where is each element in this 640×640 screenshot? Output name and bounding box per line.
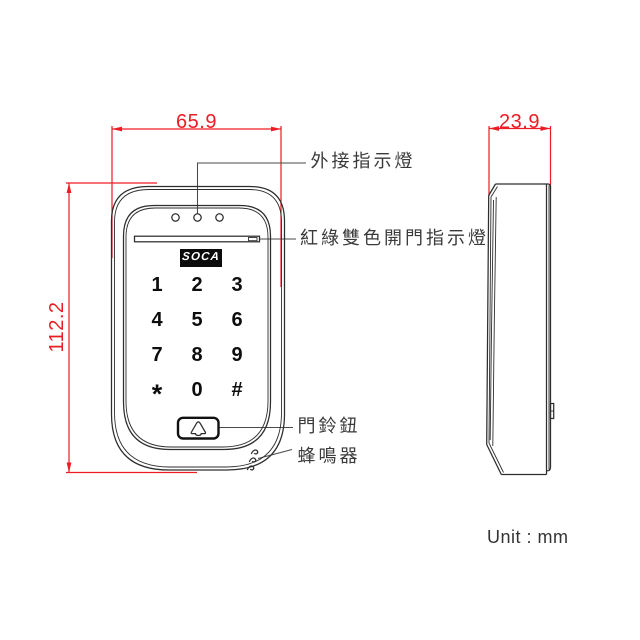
front-face-panel-inner-line bbox=[125, 207, 269, 448]
dimension-side-depth-value: 23.9 bbox=[499, 111, 540, 133]
front-view bbox=[110, 185, 286, 471]
side-face-curve-2 bbox=[492, 196, 497, 447]
front-face-panel bbox=[122, 204, 272, 451]
key-6: 6 bbox=[231, 309, 243, 332]
key-2: 2 bbox=[191, 274, 203, 297]
dimension-side-depth bbox=[488, 126, 552, 196]
callout-buzzer: 蜂鳴器 bbox=[297, 445, 361, 467]
front-outer-shell-inner-line bbox=[114, 189, 282, 468]
led-right bbox=[215, 213, 224, 222]
side-face-curve-1 bbox=[489, 199, 494, 441]
led-center bbox=[193, 213, 202, 222]
callout-door-indicator: 紅綠雙色開門指示燈 bbox=[300, 227, 489, 249]
brand-logo: SOCA bbox=[180, 249, 222, 267]
leader-external-indicator bbox=[196, 162, 306, 214]
key-4: 4 bbox=[151, 309, 163, 332]
key-8: 8 bbox=[191, 343, 203, 366]
side-front-edge bbox=[486, 195, 490, 445]
key-5: 5 bbox=[191, 309, 203, 332]
key-3: 3 bbox=[231, 274, 243, 297]
key-hash: # bbox=[231, 378, 243, 401]
side-bottom-chamfer bbox=[486, 444, 502, 475]
keypad: 1 2 3 4 5 6 7 8 9 * 0 # bbox=[137, 268, 257, 407]
front-outer-shell bbox=[110, 185, 286, 471]
led-indicator-slot bbox=[133, 235, 261, 243]
side-tamper-switch bbox=[549, 402, 555, 420]
key-1: 1 bbox=[151, 274, 163, 297]
doorbell-button bbox=[176, 416, 220, 440]
unit-note: Unit : mm bbox=[487, 527, 569, 547]
key-star: * bbox=[151, 379, 163, 410]
side-back-plate bbox=[546, 183, 552, 472]
dimension-front-width-value: 65.9 bbox=[176, 111, 217, 133]
side-view bbox=[486, 183, 555, 476]
callout-external-indicator: 外接指示燈 bbox=[310, 151, 416, 172]
key-9: 9 bbox=[231, 343, 243, 366]
side-top-chamfer bbox=[488, 183, 497, 196]
brand-logo-text: SOCA bbox=[181, 251, 221, 264]
dimension-front-height-value: 112.2 bbox=[46, 301, 68, 353]
indicator-leds bbox=[171, 213, 224, 222]
dimension-front-height bbox=[66, 182, 197, 474]
led-left bbox=[171, 213, 180, 222]
key-0: 0 bbox=[191, 378, 203, 401]
key-7: 7 bbox=[151, 343, 163, 366]
bell-icon bbox=[190, 421, 207, 437]
buzzer-marks bbox=[246, 449, 259, 471]
callout-doorbell-button: 門鈴鈕 bbox=[297, 416, 361, 437]
